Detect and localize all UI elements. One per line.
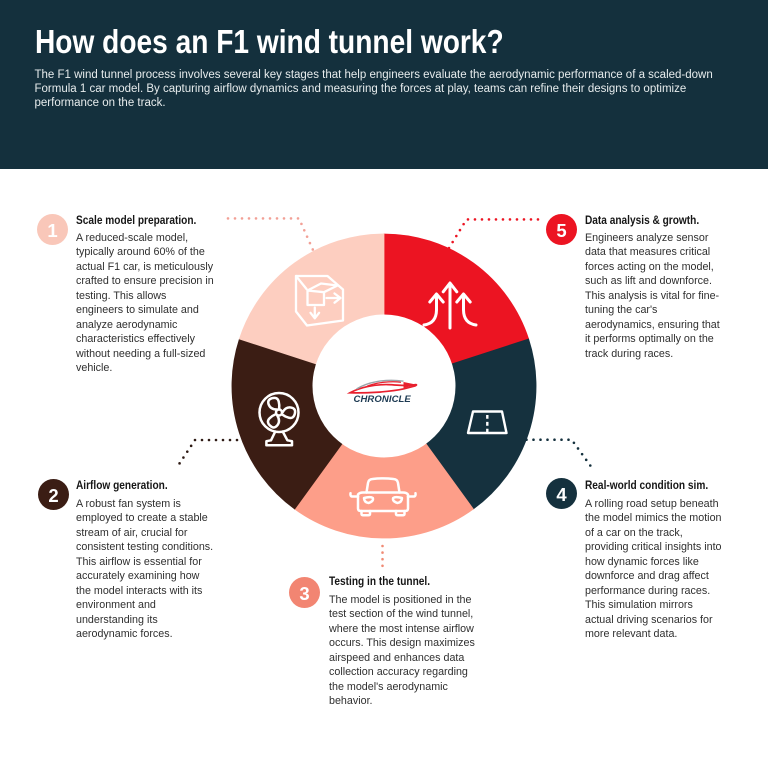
svg-text:CHRONICLE: CHRONICLE: [354, 394, 412, 405]
